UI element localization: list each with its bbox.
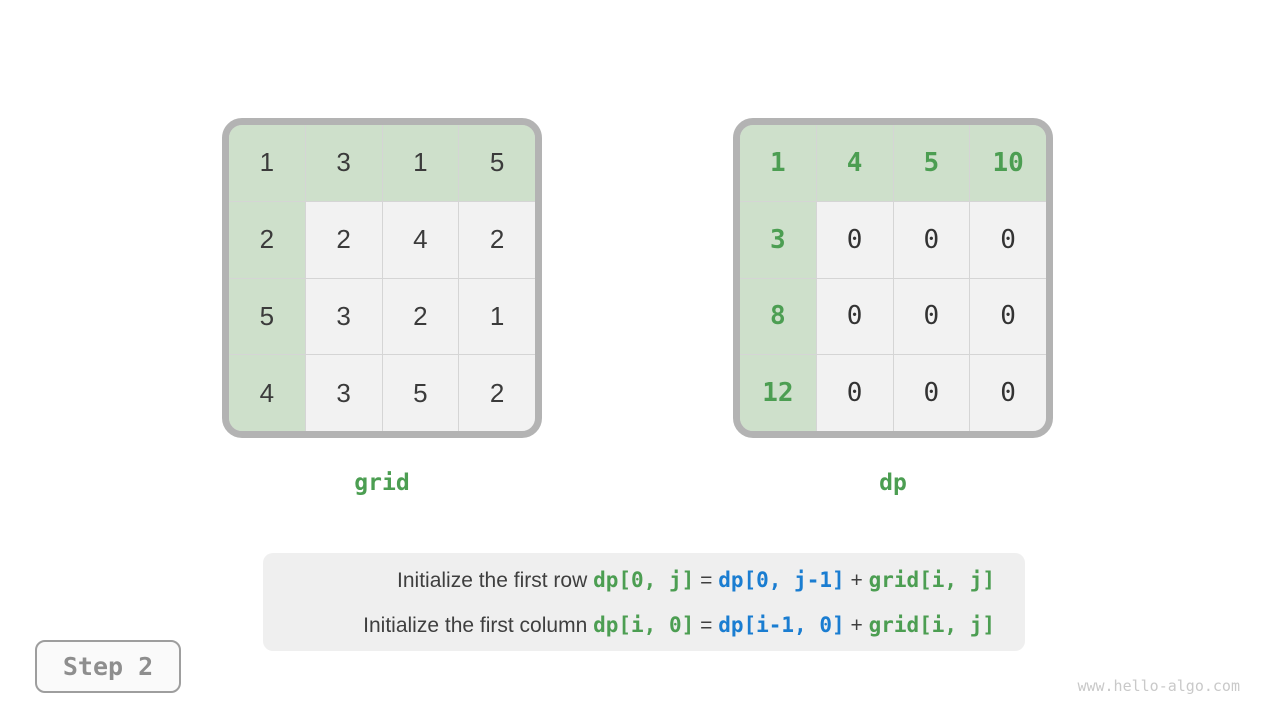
step-badge: Step 2: [35, 640, 181, 693]
code-green: grid[i, j]: [868, 568, 995, 592]
grid-cell-3-3: 2: [459, 355, 535, 431]
dp-cell-0-0: 1: [740, 125, 816, 201]
grid-cell-2-0: 5: [229, 278, 305, 355]
caption-operator: =: [694, 569, 719, 592]
code-blue: dp[i-1, 0]: [718, 613, 845, 637]
code-green: dp[i, 0]: [593, 613, 695, 637]
dp-matrix: 1 4 5 10 3 0 0 0 8 0 0 0 12 0 0 0: [733, 118, 1053, 438]
grid-cell-3-0: 4: [229, 355, 305, 431]
grid-matrix: 1 3 1 5 2 2 4 2 5 3 2 1 4 3 5 2: [222, 118, 542, 438]
caption-text: Initialize the first row: [397, 569, 594, 592]
watermark: www.hello-algo.com: [1077, 677, 1240, 695]
grid-cell-0-0: 1: [229, 125, 305, 201]
dp-cell-3-2: 0: [893, 355, 970, 431]
grid-matrix-label: grid: [354, 470, 410, 496]
code-green: grid[i, j]: [868, 613, 995, 637]
grid-cell-1-2: 4: [382, 201, 459, 278]
code-green: dp[0, j]: [593, 568, 695, 592]
grid-matrix-cells: 1 3 1 5 2 2 4 2 5 3 2 1 4 3 5 2: [229, 125, 535, 431]
dp-cell-2-3: 0: [970, 278, 1046, 355]
dp-cell-3-1: 0: [816, 355, 893, 431]
dp-cell-0-3: 10: [970, 125, 1046, 201]
grid-cell-1-3: 2: [459, 201, 535, 278]
grid-cell-1-1: 2: [305, 201, 382, 278]
caption-line-1: Initialize the first row dp[0, j] = dp[0…: [273, 558, 995, 603]
caption-operator: =: [694, 614, 719, 637]
caption-text: Initialize the first column: [363, 614, 594, 637]
grid-cell-0-3: 5: [459, 125, 535, 201]
dp-cell-1-1: 0: [816, 201, 893, 278]
dp-cell-1-2: 0: [893, 201, 970, 278]
dp-cell-3-3: 0: [970, 355, 1046, 431]
grid-cell-1-0: 2: [229, 201, 305, 278]
dp-cell-3-0: 12: [740, 355, 816, 431]
dp-cell-1-3: 0: [970, 201, 1046, 278]
grid-cell-3-1: 3: [305, 355, 382, 431]
grid-cell-2-2: 2: [382, 278, 459, 355]
grid-cell-3-2: 5: [382, 355, 459, 431]
dp-cell-0-2: 5: [893, 125, 970, 201]
grid-cell-2-1: 3: [305, 278, 382, 355]
dp-cell-2-1: 0: [816, 278, 893, 355]
grid-cell-0-2: 1: [382, 125, 459, 201]
code-blue: dp[0, j-1]: [718, 568, 845, 592]
caption-operator: +: [844, 614, 869, 637]
dp-cell-2-0: 8: [740, 278, 816, 355]
grid-cell-2-3: 1: [459, 278, 535, 355]
dp-cell-0-1: 4: [816, 125, 893, 201]
caption-line-2: Initialize the first column dp[i, 0] = d…: [273, 603, 995, 648]
dp-cell-2-2: 0: [893, 278, 970, 355]
dp-matrix-cells: 1 4 5 10 3 0 0 0 8 0 0 0 12 0 0 0: [740, 125, 1046, 431]
caption-operator: +: [844, 569, 869, 592]
dp-matrix-label: dp: [879, 470, 907, 496]
dp-cell-1-0: 3: [740, 201, 816, 278]
caption-box: Initialize the first row dp[0, j] = dp[0…: [263, 553, 1025, 651]
step-badge-label: Step 2: [62, 652, 154, 681]
grid-cell-0-1: 3: [305, 125, 382, 201]
